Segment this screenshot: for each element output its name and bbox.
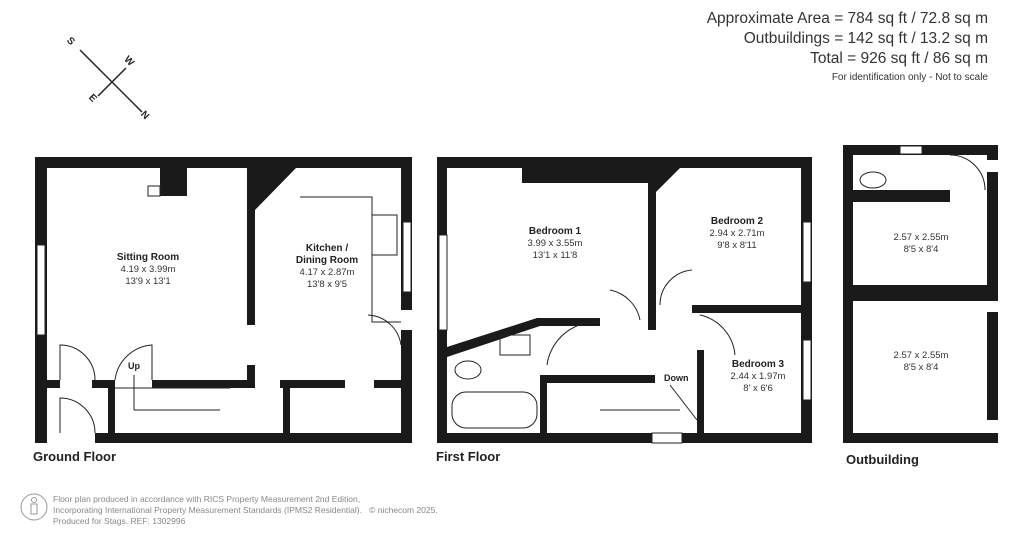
room-metric: 2.57 x 2.55m <box>893 350 949 361</box>
outbuildings-area: Outbuildings = 142 sq ft / 13.2 sq m <box>743 30 988 47</box>
first-floor-plan <box>437 157 812 444</box>
room-imperial: 9'8 x 8'11 <box>717 240 757 251</box>
room-name: Bedroom 3 <box>731 359 785 370</box>
footer-text: Floor plan produced in accordance with R… <box>53 494 438 527</box>
outbuilding-plan <box>843 145 998 443</box>
room-metric: 2.94 x 2.71m <box>709 228 765 239</box>
room-imperial: 8'5 x 8'4 <box>903 244 939 255</box>
first-floor-label: First Floor <box>436 449 501 464</box>
room-imperial: 8'5 x 8'4 <box>903 362 939 373</box>
footer-line-1: Floor plan produced in accordance with R… <box>53 494 361 504</box>
approx-area: Approximate Area = 784 sq ft / 72.8 sq m <box>706 10 988 27</box>
compass-icon <box>79 49 143 113</box>
room-imperial: 13'1 x 11'8 <box>532 250 578 261</box>
room-metric: 2.57 x 2.55m <box>893 232 949 243</box>
room-sitting-room: Sitting Room 4.19 x 3.99m 13'9 x 13'1 <box>117 252 179 288</box>
room-bedroom-2: Bedroom 2 2.94 x 2.71m 9'8 x 8'11 <box>710 216 765 252</box>
room-imperial: 13'9 x 13'1 <box>125 276 171 287</box>
room-metric: 4.17 x 2.87m <box>299 267 355 278</box>
footer-line-3: Produced for Stags. REF: 1302996 <box>53 516 186 526</box>
room-name: Kitchen / <box>305 243 349 254</box>
ground-floor-plan <box>35 157 412 443</box>
disclaimer: For identification only - Not to scale <box>831 72 988 83</box>
outbuilding-room-2: 2.57 x 2.55m 8'5 x 8'4 <box>894 350 949 374</box>
room-metric: 2.44 x 1.97m <box>730 371 786 382</box>
room-metric: 3.99 x 3.55m <box>527 238 583 249</box>
stairs-down-label: Down <box>664 373 689 383</box>
outbuilding-label: Outbuilding <box>846 452 919 467</box>
total-area: Total = 926 sq ft / 86 sq m <box>810 50 988 67</box>
footer-line-2: Incorporating International Property Mea… <box>53 505 362 515</box>
room-metric: 4.19 x 3.99m <box>120 264 176 275</box>
stairs-up-label: Up <box>128 361 140 371</box>
room-imperial: 8' x 6'6 <box>743 383 773 394</box>
room-kitchen-dining: Kitchen / Dining Room 4.17 x 2.87m 13'8 … <box>296 243 358 291</box>
footer-copyright: © nichecom 2025. <box>369 505 438 515</box>
room-name: Bedroom 1 <box>528 226 582 237</box>
room-bedroom-3: Bedroom 3 2.44 x 1.97m 8' x 6'6 <box>731 359 786 395</box>
room-name: Sitting Room <box>116 252 180 263</box>
outbuilding-room-1: 2.57 x 2.55m 8'5 x 8'4 <box>894 232 949 256</box>
room-imperial: 13'8 x 9'5 <box>306 279 348 290</box>
room-name-2: Dining Room <box>295 255 359 266</box>
room-bedroom-1: Bedroom 1 3.99 x 3.55m 13'1 x 11'8 <box>528 226 583 262</box>
room-name: Bedroom 2 <box>710 216 764 227</box>
person-icon <box>20 493 48 521</box>
ground-floor-label: Ground Floor <box>33 449 117 464</box>
